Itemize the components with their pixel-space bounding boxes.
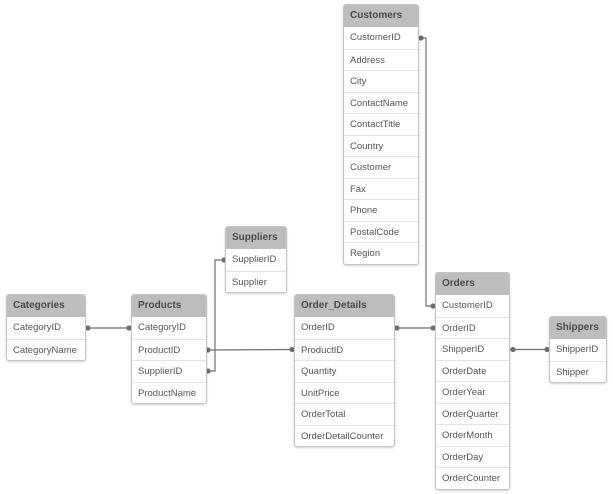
link-products-suppliers bbox=[207, 259, 224, 372]
field-productid[interactable]: ProductID bbox=[295, 338, 394, 361]
link-endpoint-dot bbox=[418, 35, 424, 41]
field-orderid[interactable]: OrderID bbox=[301, 322, 335, 333]
field-unitprice[interactable]: UnitPrice bbox=[295, 381, 394, 404]
field-shipper[interactable]: Shipper bbox=[550, 360, 606, 383]
table-title: Suppliers bbox=[226, 227, 286, 249]
field-ordertotal[interactable]: OrderTotal bbox=[295, 403, 394, 425]
field-list: CustomerID OrderID ShipperID OrderDate O… bbox=[436, 295, 509, 489]
field-categoryid[interactable]: CategoryID bbox=[138, 322, 187, 333]
field-contactname[interactable]: ContactName bbox=[344, 91, 418, 114]
link-endpoint-dot bbox=[394, 325, 400, 331]
table-title: Customers bbox=[344, 5, 418, 27]
field-orderquarter[interactable]: OrderQuarter bbox=[436, 402, 509, 425]
field-list: CategoryID CategoryName bbox=[7, 317, 85, 360]
field-orderdate[interactable]: OrderDate bbox=[436, 359, 509, 382]
field-productname[interactable]: ProductName bbox=[132, 381, 206, 404]
table-orders[interactable]: Orders CustomerID OrderID ShipperID Orde… bbox=[435, 272, 510, 490]
field-ordercounter[interactable]: OrderCounter bbox=[436, 467, 509, 489]
link-products-order-details bbox=[206, 348, 293, 351]
table-title: Products bbox=[132, 295, 206, 317]
field-orderday[interactable]: OrderDay bbox=[436, 445, 509, 468]
field-city[interactable]: City bbox=[344, 70, 418, 92]
field-categoryname[interactable]: CategoryName bbox=[7, 338, 85, 361]
table-title: Orders bbox=[436, 273, 509, 295]
link-endpoint-dot bbox=[510, 346, 516, 353]
field-customerid[interactable]: CustomerID bbox=[442, 300, 493, 311]
table-customers[interactable]: Customers CustomerID Address City Contac… bbox=[343, 4, 419, 265]
table-title: Categories bbox=[7, 295, 85, 317]
table-order-details[interactable]: Order_Details OrderID ProductID Quantity… bbox=[294, 294, 395, 447]
table-products[interactable]: Products CategoryID ProductID SupplierID… bbox=[131, 294, 207, 404]
field-list: OrderID ProductID Quantity UnitPrice Ord… bbox=[295, 317, 394, 446]
field-contacttitle[interactable]: ContactTitle bbox=[344, 113, 418, 135]
field-list: ShipperID Shipper bbox=[550, 339, 606, 382]
field-address[interactable]: Address bbox=[344, 48, 418, 71]
field-fax[interactable]: Fax bbox=[344, 177, 418, 200]
field-productid[interactable]: ProductID bbox=[132, 338, 206, 361]
table-shippers[interactable]: Shippers ShipperID Shipper bbox=[549, 316, 607, 383]
field-supplierid[interactable]: SupplierID bbox=[132, 360, 206, 382]
field-ordermonth[interactable]: OrderMonth bbox=[436, 424, 509, 446]
table-categories[interactable]: Categories CategoryID CategoryName bbox=[6, 294, 86, 361]
field-orderid[interactable]: OrderID bbox=[436, 316, 509, 339]
table-title: Shippers bbox=[550, 317, 606, 339]
field-customer[interactable]: Customer bbox=[344, 156, 418, 178]
field-supplierid[interactable]: SupplierID bbox=[232, 254, 277, 265]
field-supplier[interactable]: Supplier bbox=[226, 270, 286, 293]
field-list: CategoryID ProductID SupplierID ProductN… bbox=[132, 317, 206, 403]
field-orderdetailcounter[interactable]: OrderDetailCounter bbox=[295, 424, 394, 447]
field-country[interactable]: Country bbox=[344, 134, 418, 157]
field-shipperid[interactable]: ShipperID bbox=[556, 344, 599, 355]
field-orderyear[interactable]: OrderYear bbox=[436, 381, 509, 403]
link-endpoint-dot bbox=[85, 325, 91, 331]
table-title: Order_Details bbox=[295, 295, 394, 317]
field-customerid[interactable]: CustomerID bbox=[350, 32, 401, 43]
link-customers-orders bbox=[418, 37, 435, 307]
field-list: SupplierID Supplier bbox=[226, 249, 286, 292]
field-quantity[interactable]: Quantity bbox=[295, 360, 394, 382]
field-region[interactable]: Region bbox=[344, 242, 418, 264]
field-shipperid[interactable]: ShipperID bbox=[436, 338, 509, 360]
field-list: CustomerID Address City ContactName Cont… bbox=[344, 27, 418, 264]
table-suppliers[interactable]: Suppliers SupplierID Supplier bbox=[225, 226, 287, 293]
field-categoryid[interactable]: CategoryID bbox=[13, 322, 62, 333]
field-phone[interactable]: Phone bbox=[344, 199, 418, 221]
field-postalcode[interactable]: PostalCode bbox=[344, 220, 418, 243]
